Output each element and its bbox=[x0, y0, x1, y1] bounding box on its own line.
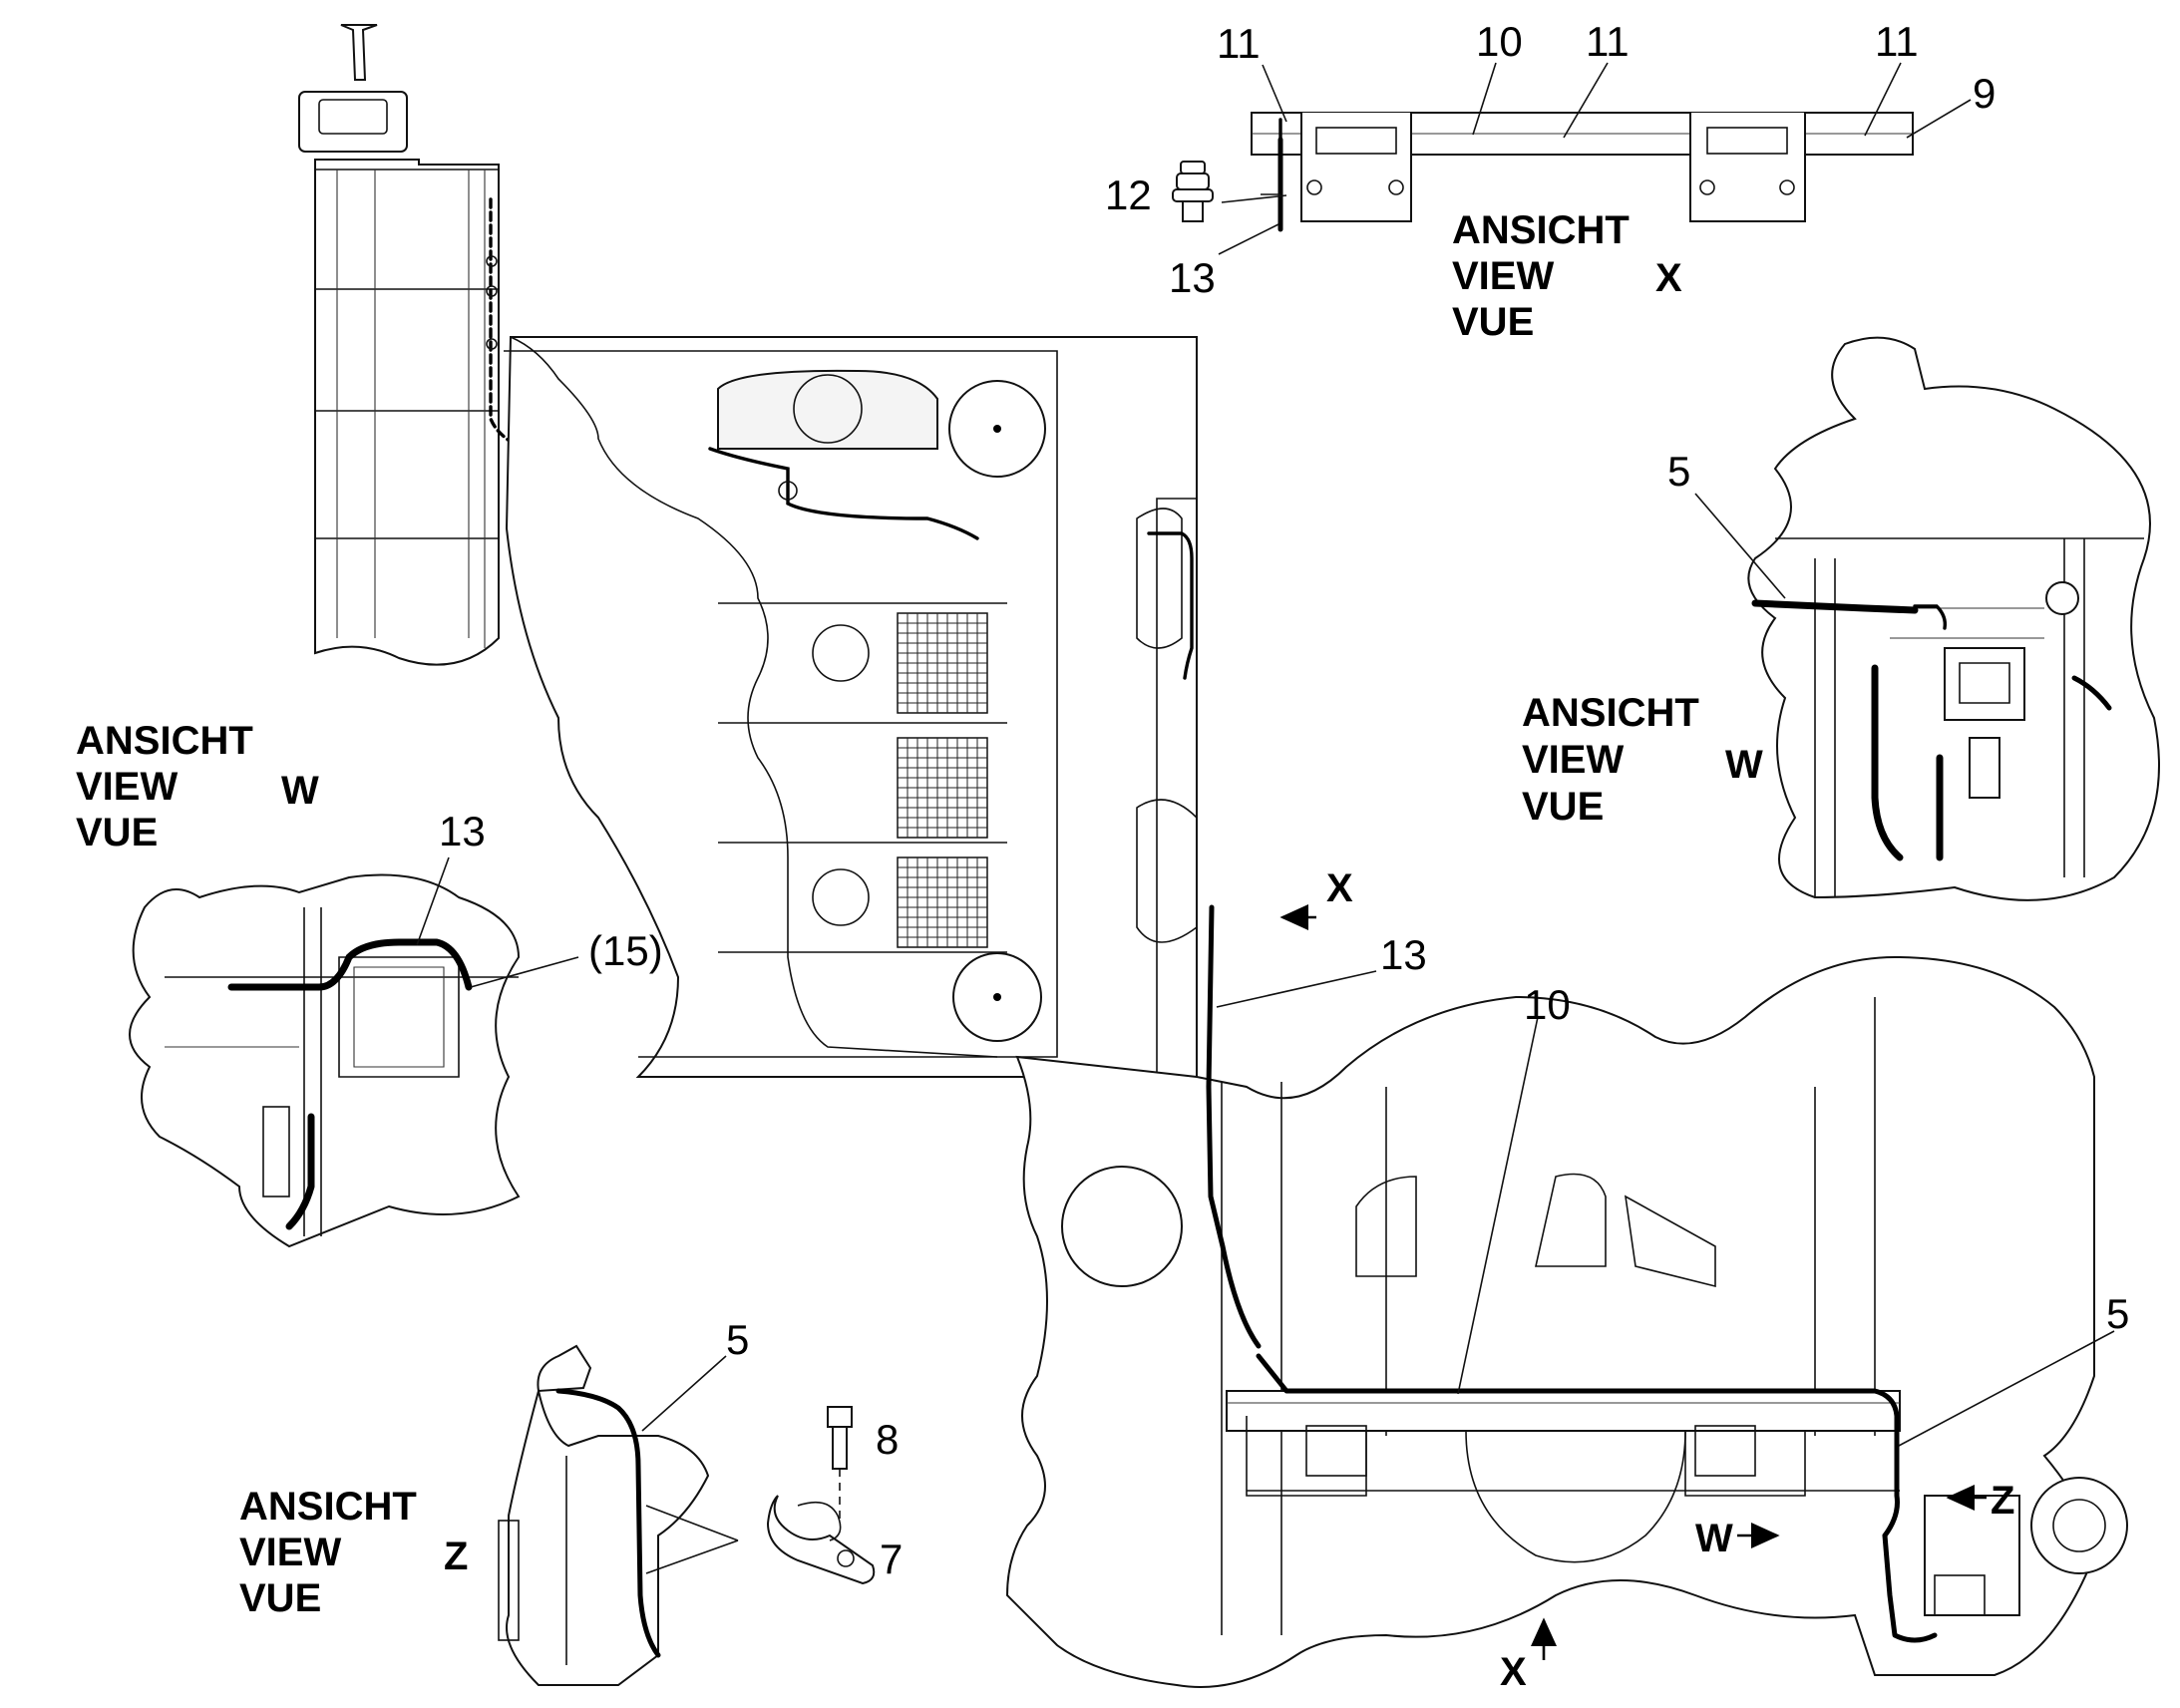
bolt-part-8 bbox=[827, 1406, 853, 1524]
callout-15: (15) bbox=[588, 927, 663, 974]
callout-5-right: 5 bbox=[2106, 1290, 2129, 1337]
svg-text:ANSICHT: ANSICHT bbox=[1452, 208, 1630, 252]
radiator-grid-2 bbox=[897, 737, 988, 839]
view-w-left-label: ANSICHT VIEW VUE W bbox=[76, 719, 319, 854]
svg-text:ANSICHT: ANSICHT bbox=[239, 1485, 417, 1529]
arrow-z-letter: Z bbox=[1991, 1479, 2014, 1523]
hose-line-13 bbox=[1206, 904, 1262, 1349]
callout-13-middle: 13 bbox=[1380, 931, 1427, 978]
svg-text:VIEW: VIEW bbox=[1452, 254, 1554, 298]
view-z-mount bbox=[498, 1344, 710, 1686]
arrow-w-letter: W bbox=[1695, 1517, 1733, 1560]
svg-text:ANSICHT: ANSICHT bbox=[1522, 691, 1699, 735]
svg-text:ANSICHT: ANSICHT bbox=[76, 719, 253, 763]
callout-11-middle: 11 bbox=[1586, 18, 1630, 65]
callout-11-right: 11 bbox=[1875, 18, 1919, 65]
callout-leaders bbox=[416, 62, 2115, 1574]
svg-text:VUE: VUE bbox=[1452, 300, 1534, 344]
radiator-grid-1 bbox=[897, 612, 988, 714]
main-chassis-frame bbox=[1005, 955, 2128, 1688]
callout-13-top: 13 bbox=[1169, 254, 1216, 301]
svg-text:VIEW: VIEW bbox=[76, 765, 178, 809]
svg-text:W: W bbox=[1725, 743, 1763, 787]
callout-5-view-z: 5 bbox=[726, 1316, 749, 1363]
arrow-x-bottom-letter: X bbox=[1500, 1650, 1527, 1694]
view-w-right-cutaway bbox=[1747, 336, 2160, 901]
callout-9: 9 bbox=[1973, 70, 1996, 117]
callout-10-top: 10 bbox=[1476, 18, 1523, 65]
callout-13-view-w: 13 bbox=[439, 808, 486, 854]
radiator-grid-3 bbox=[897, 856, 988, 948]
clamp-part-7 bbox=[766, 1495, 876, 1585]
callout-10-middle: 10 bbox=[1524, 981, 1571, 1028]
callout-8: 8 bbox=[876, 1416, 899, 1463]
svg-text:VUE: VUE bbox=[239, 1576, 321, 1620]
hose-line-5 bbox=[1882, 1533, 1938, 1643]
callout-11-left: 11 bbox=[1217, 20, 1261, 67]
view-arrows bbox=[1279, 904, 1987, 1660]
svg-text:VUE: VUE bbox=[1522, 785, 1604, 829]
cab-body-assembly bbox=[504, 336, 1198, 1078]
view-z-label: ANSICHT VIEW VUE Z bbox=[239, 1485, 468, 1620]
callout-labels: 11 10 11 11 9 12 13 5 13 (15) 13 10 5 8 … bbox=[439, 18, 2129, 1582]
svg-text:VUE: VUE bbox=[76, 811, 158, 854]
plug-part-12 bbox=[1172, 161, 1214, 222]
svg-text:VIEW: VIEW bbox=[239, 1531, 341, 1574]
callout-5-view-w: 5 bbox=[1667, 448, 1690, 495]
upper-mast-section bbox=[298, 24, 560, 666]
arrow-letters: X X W Z bbox=[1326, 866, 2014, 1694]
view-w-left-cutaway bbox=[129, 873, 521, 1248]
svg-text:W: W bbox=[281, 769, 319, 813]
svg-text:Z: Z bbox=[444, 1535, 468, 1578]
view-x-rail bbox=[1251, 112, 1914, 232]
callout-7: 7 bbox=[880, 1536, 903, 1582]
svg-text:X: X bbox=[1655, 256, 1682, 300]
svg-text:VIEW: VIEW bbox=[1522, 738, 1624, 782]
view-x-label: ANSICHT VIEW VUE X bbox=[1452, 208, 1682, 344]
view-w-right-label: ANSICHT VIEW VUE W bbox=[1522, 691, 1763, 829]
arrow-x-side-letter: X bbox=[1326, 866, 1353, 910]
callout-12: 12 bbox=[1105, 171, 1152, 218]
hose-line-10 bbox=[1256, 1353, 1900, 1538]
